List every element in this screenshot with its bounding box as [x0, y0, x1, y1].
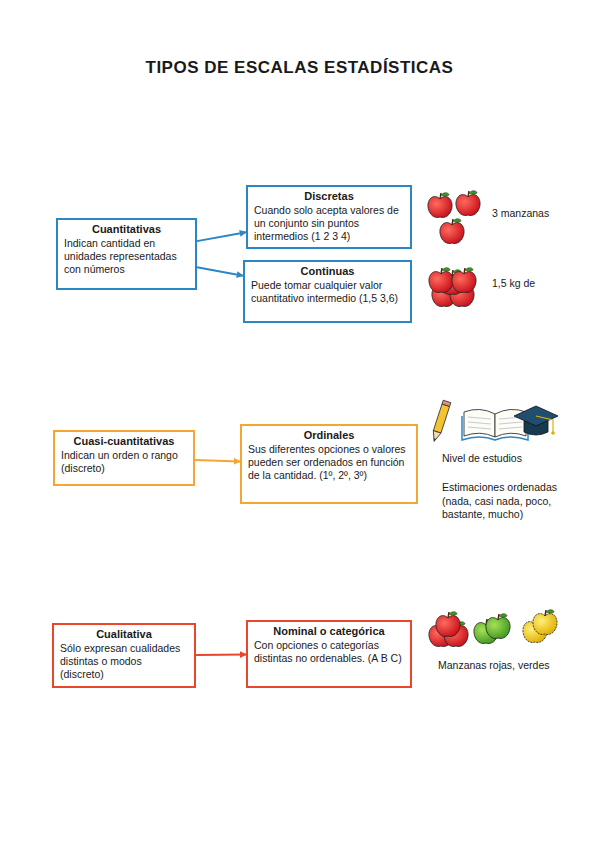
apple-icon — [456, 191, 480, 216]
box-heading: Ordinales — [248, 429, 410, 443]
example-label: 1,5 kg de — [492, 277, 582, 291]
category-box: DiscretasCuando solo acepta valores de u… — [246, 185, 412, 249]
box-description: Cuando solo acepta valores de un conjunt… — [254, 204, 404, 243]
box-heading: Nominal o categórica — [254, 625, 404, 639]
arrow-connector — [195, 460, 240, 461]
apple-pile — [429, 268, 476, 307]
pencil-icon — [430, 400, 451, 442]
example-label: 3 manzanas — [492, 207, 582, 221]
category-box: Nominal o categóricaCon opciones o categ… — [246, 620, 412, 688]
example-label: Nivel de estudios — [442, 452, 572, 466]
box-description: Indican un orden o rango (discreto) — [61, 449, 187, 475]
diagram-title: TIPOS DE ESCALAS ESTADÍSTICAS — [0, 58, 599, 78]
arrow-connector — [197, 267, 243, 276]
category-box: ContinuasPuede tomar cualquier valor cua… — [243, 260, 412, 323]
arrow-connector — [197, 232, 246, 241]
box-heading: Cuasi-cuantitativas — [61, 435, 187, 449]
box-heading: Discretas — [254, 190, 404, 204]
box-description: Indican cantidad en unidades representad… — [64, 237, 189, 276]
category-box: CuantitativasIndican cantidad en unidade… — [56, 218, 197, 290]
arrow-connector — [196, 654, 246, 656]
box-description: Sus diferentes opciones o valores pueden… — [248, 443, 410, 482]
example-label: Estimaciones ordenadas (nada, casi nada,… — [442, 481, 577, 522]
box-description: Puede tomar cualquier valor cuantitativo… — [251, 279, 404, 305]
category-box: CualitativaSólo expresan cualidades dist… — [52, 623, 196, 688]
box-heading: Cualitativa — [60, 628, 188, 642]
box-heading: Continuas — [251, 265, 404, 279]
category-box: OrdinalesSus diferentes opciones o valor… — [240, 424, 418, 504]
graduation-cap-icon — [514, 406, 558, 435]
example-label: Manzanas rojas, verdes — [438, 659, 578, 673]
apple-colors — [429, 610, 557, 647]
box-description: Sólo expresan cualidades distintas o mod… — [60, 642, 188, 681]
box-heading: Cuantitativas — [64, 223, 189, 237]
box-description: Con opciones o categorías distintas no o… — [254, 639, 404, 665]
apple-icon — [440, 219, 464, 244]
category-box: Cuasi-cuantitativasIndican un orden o ra… — [53, 430, 195, 486]
apple-icon — [428, 193, 452, 218]
